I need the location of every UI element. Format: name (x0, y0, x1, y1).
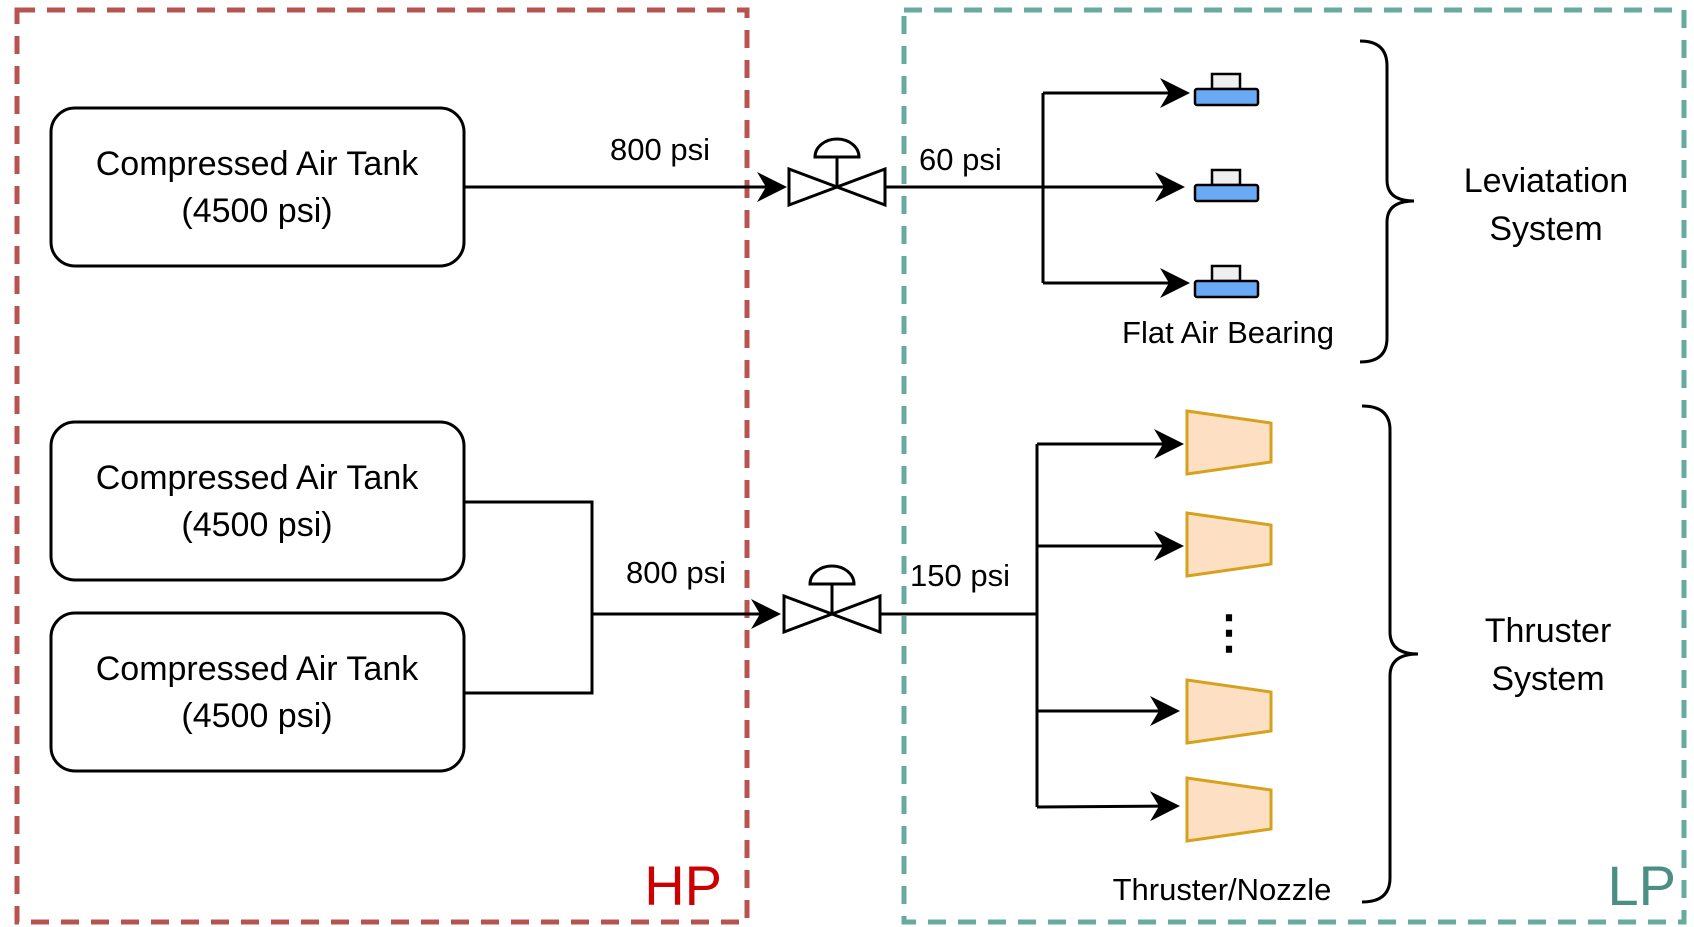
tank-1-pressure: (4500 psi) (181, 192, 332, 230)
thruster-caption: Thruster/Nozzle (1113, 872, 1332, 907)
thruster-nozzle-3 (1185, 678, 1273, 745)
compressed-air-tank-3: Compressed Air Tank (4500 psi) (49, 611, 466, 773)
lp-zone-boundary (901, 7, 1687, 925)
thruster-ellipsis: ⋮ (1206, 606, 1252, 658)
flat-air-bearing-1 (1193, 72, 1260, 107)
thruster-system-line1: Thruster (1485, 612, 1612, 650)
lower-inlet-pressure: 800 psi (626, 555, 726, 590)
lp-zone-label: LP (1608, 854, 1677, 917)
bearing-caption: Flat Air Bearing (1122, 315, 1334, 350)
thruster-nozzle-2 (1185, 511, 1273, 578)
lower-outlet-pressure: 150 psi (910, 558, 1010, 593)
tank-1-title: Compressed Air Tank (96, 145, 420, 183)
tank-3-title: Compressed Air Tank (96, 650, 420, 688)
thruster-nozzle-4 (1185, 776, 1273, 843)
tank-2-title: Compressed Air Tank (96, 459, 420, 497)
levitation-system-line2: System (1489, 210, 1602, 248)
compressed-air-tank-1: Compressed Air Tank (4500 psi) (49, 106, 466, 268)
tank-2-pressure: (4500 psi) (181, 506, 332, 544)
thruster-brace (1361, 404, 1419, 904)
upper-valve-icon (787, 137, 887, 208)
tank-3-pressure: (4500 psi) (181, 697, 332, 735)
flat-air-bearing-2 (1193, 168, 1260, 203)
compressed-air-tank-2: Compressed Air Tank (4500 psi) (49, 420, 466, 582)
thruster-system-line2: System (1491, 660, 1604, 698)
lower-valve-icon (782, 564, 882, 635)
upper-outlet-pressure: 60 psi (919, 142, 1002, 177)
hp-zone-label: HP (644, 854, 722, 917)
levitation-brace (1359, 39, 1415, 364)
hp-zone-boundary (14, 7, 750, 925)
thruster-nozzle-1 (1185, 409, 1273, 476)
thruster-feed-4 (1036, 791, 1180, 822)
upper-inlet-pressure: 800 psi (610, 132, 710, 167)
levitation-system-line1: Leviatation (1464, 162, 1628, 200)
tank-2-outlet-pipe (464, 500, 594, 695)
flat-air-bearing-3 (1193, 264, 1260, 299)
